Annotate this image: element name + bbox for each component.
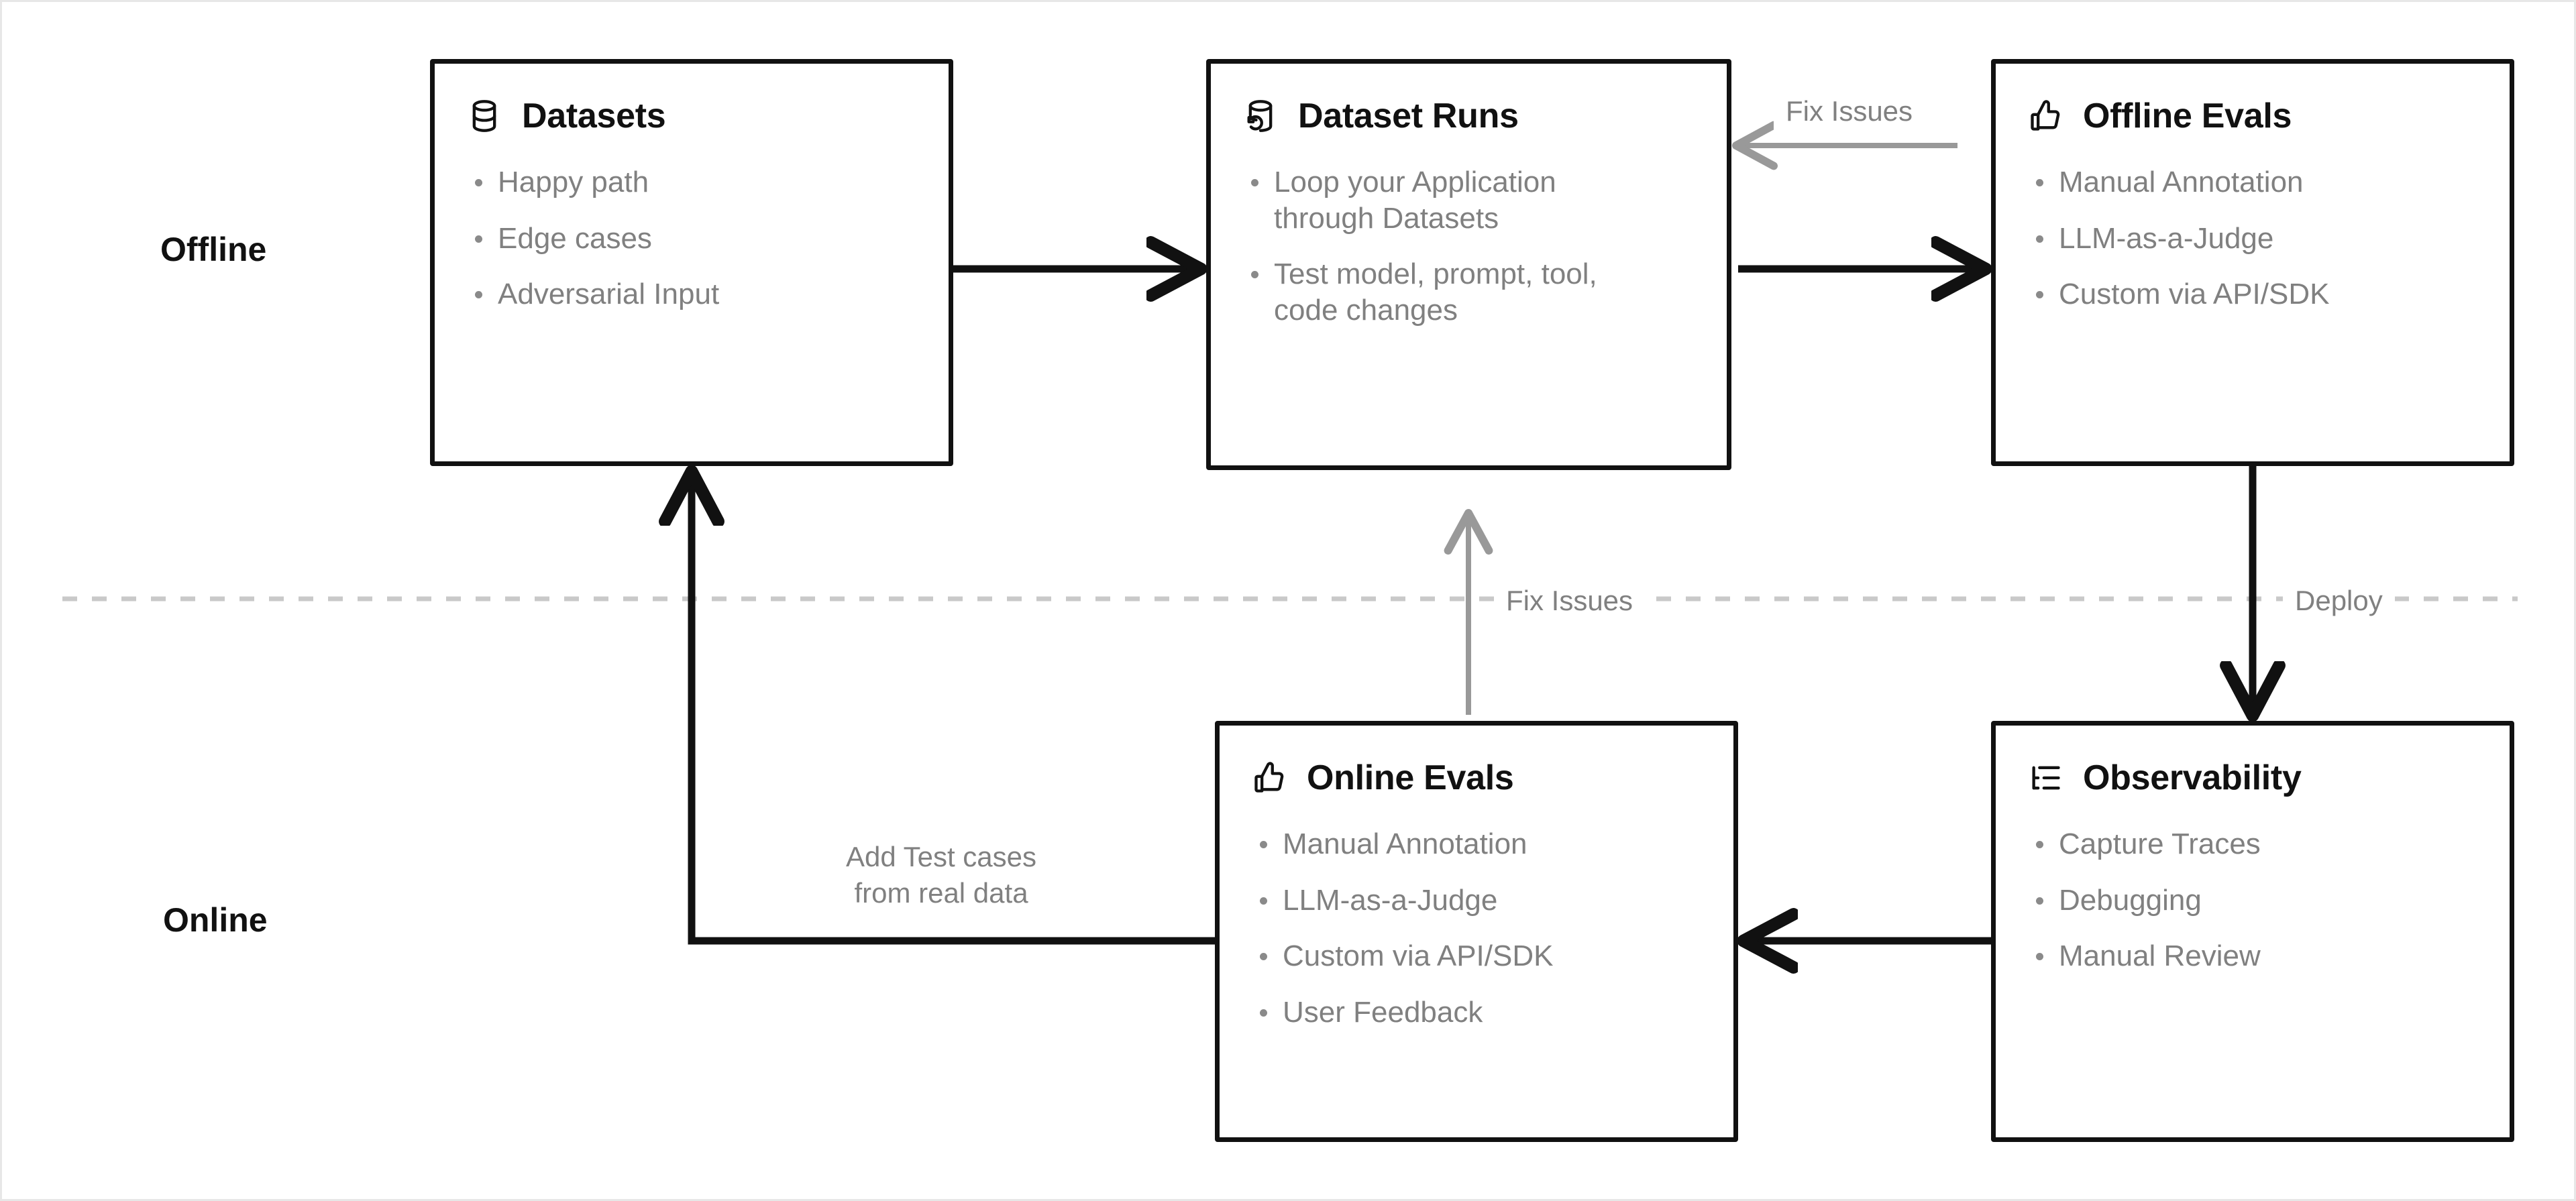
edge-label-add-test-cases-line1: Add Test cases [845, 841, 1037, 872]
node-online-evals-bullets: Manual Annotation LLM-as-a-Judge Custom … [1252, 826, 1701, 1031]
node-dataset-runs-header: Dataset Runs [1243, 99, 1695, 133]
list-item: Edge cases [467, 221, 916, 257]
database-backup-icon [1247, 100, 1273, 132]
list-tree-icon [2032, 766, 2060, 790]
node-dataset-runs[interactable]: Dataset Runs Loop your Application throu… [1206, 59, 1731, 470]
list-item: LLM-as-a-Judge [2028, 221, 2477, 257]
node-offline-evals-header: Offline Evals [2028, 99, 2477, 133]
list-item: Custom via API/SDK [1252, 938, 1701, 974]
list-item: Happy path [467, 164, 916, 201]
node-datasets[interactable]: Datasets Happy path Edge cases Adversari… [430, 59, 953, 466]
edge-label-fix-issues-divider: Fix Issues [1494, 583, 1646, 619]
list-item: Adversarial Input [467, 276, 916, 312]
list-item: Custom via API/SDK [2028, 276, 2477, 312]
list-item: User Feedback [1252, 994, 1701, 1031]
list-item: Capture Traces [2028, 826, 2477, 862]
thumbs-up-icon [1254, 762, 1284, 793]
list-item: Manual Annotation [1252, 826, 1701, 862]
lane-label-online: Online [163, 901, 268, 939]
node-online-evals-header: Online Evals [1252, 760, 1701, 795]
list-item: Test model, prompt, tool, code changes [1243, 256, 1642, 328]
list-item: LLM-as-a-Judge [1252, 882, 1701, 919]
list-item: Manual Annotation [2028, 164, 2477, 201]
lane-label-offline: Offline [160, 231, 267, 268]
edge-label-add-test-cases-line2: from real data [854, 876, 1028, 909]
thumbs-up-icon [2031, 100, 2060, 131]
list-item: Debugging [2028, 882, 2477, 919]
node-datasets-bullets: Happy path Edge cases Adversarial Input [467, 164, 916, 312]
database-icon [472, 100, 496, 132]
node-offline-evals-bullets: Manual Annotation LLM-as-a-Judge Custom … [2028, 164, 2477, 312]
node-observability-title: Observability [2083, 758, 2302, 797]
node-observability-header: Observability [2028, 760, 2477, 795]
node-datasets-title: Datasets [522, 97, 666, 135]
node-offline-evals-title: Offline Evals [2083, 97, 2292, 135]
list-item: Manual Review [2028, 938, 2477, 974]
node-offline-evals[interactable]: Offline Evals Manual Annotation LLM-as-a… [1991, 59, 2514, 466]
node-online-evals[interactable]: Online Evals Manual Annotation LLM-as-a-… [1215, 721, 1738, 1142]
edge-label-deploy: Deploy [2283, 583, 2395, 619]
edge-label-fix-issues-top: Fix Issues [1774, 93, 1925, 129]
node-datasets-header: Datasets [467, 99, 916, 133]
node-dataset-runs-bullets: Loop your Application through Datasets T… [1243, 164, 1642, 329]
list-item: Loop your Application through Datasets [1243, 164, 1642, 236]
node-observability-bullets: Capture Traces Debugging Manual Review [2028, 826, 2477, 974]
node-dataset-runs-title: Dataset Runs [1298, 97, 1519, 135]
edge-label-add-test-cases: Add Test cases from real data [807, 839, 1075, 911]
node-online-evals-title: Online Evals [1307, 758, 1514, 797]
node-observability[interactable]: Observability Capture Traces Debugging M… [1991, 721, 2514, 1142]
